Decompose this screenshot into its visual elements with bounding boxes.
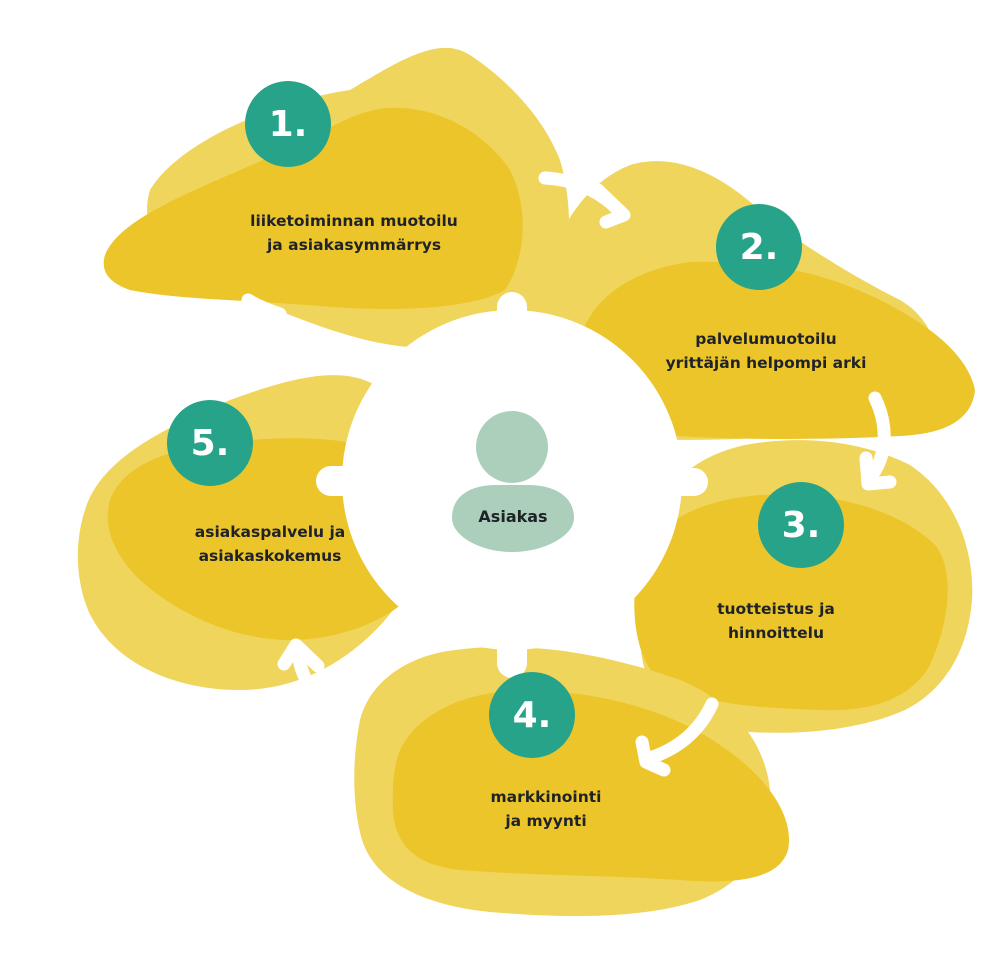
step-2-line-2: yrittäjän helpompi arki [665, 354, 867, 372]
step-2-badge: 2. [716, 204, 802, 290]
arrow-4-to-5-head [277, 638, 325, 673]
step-1-line-1: liiketoiminnan muotoilu [250, 212, 458, 230]
step-3-line-1: tuotteistus ja [717, 600, 835, 618]
step-5-badge: 5. [167, 400, 253, 486]
step-3-badge: 3. [758, 482, 844, 568]
step-1-badge: 1. [245, 81, 331, 167]
step-5-line-1: asiakaspalvelu ja [194, 523, 346, 541]
arrow-2-to-3-head [859, 451, 897, 491]
center-label: Asiakas [478, 507, 548, 526]
step-1-label: liiketoiminnan muotoilu ja asiakasymmärr… [234, 209, 474, 257]
step-3-line-2: hinnoittelu [727, 624, 825, 642]
step-2-line-1: palvelumuotoilu [695, 330, 837, 348]
arrow-1-to-2-head [591, 183, 631, 229]
step-5-label: asiakaspalvelu ja asiakaskokemus [180, 520, 360, 568]
person-icon [452, 411, 574, 552]
blob-1-dark [103, 107, 523, 309]
step-2-label: palvelumuotoilu yrittäjän helpompi arki [646, 327, 886, 375]
step-4-badge: 4. [489, 672, 575, 758]
step-4-label: markkinointi ja myynti [476, 785, 616, 833]
step-5-line-2: asiakaskokemus [198, 547, 342, 565]
blob-3-dark [634, 494, 948, 711]
step-4-line-1: markkinointi [490, 788, 602, 806]
step-1-line-2: ja asiakasymmärrys [266, 236, 442, 254]
arrow-5-to-1 [241, 293, 287, 321]
arrow-2-to-3 [863, 391, 891, 485]
cycle-arrows [241, 171, 897, 777]
arrow-3-to-4-head [635, 735, 671, 777]
arrow-3-to-4 [643, 697, 719, 765]
step-3-label: tuotteistus ja hinnoittelu [696, 597, 856, 645]
step-4-line-2: ja myynti [505, 812, 587, 830]
